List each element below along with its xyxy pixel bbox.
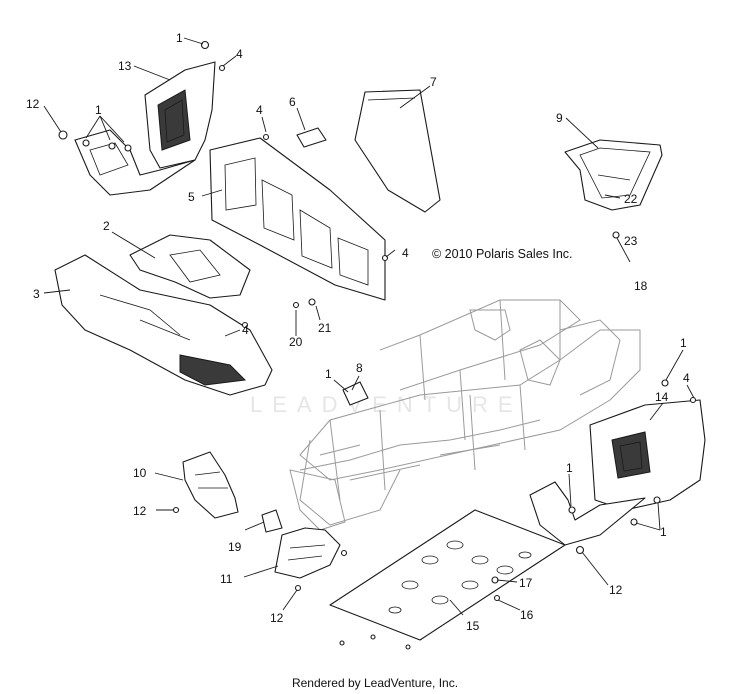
callout-4d: 4 [242,323,249,337]
part-right-footwell [529,481,646,546]
callout-2: 2 [103,219,110,233]
callout-1d: 1 [325,367,332,381]
leader-lines [43,37,695,616]
callout-1a: 1 [176,31,183,45]
part-11-splash-guard [274,527,341,579]
callout-22: 22 [624,192,638,206]
callout-13: 13 [118,59,132,73]
callout-17: 17 [519,576,533,590]
callout-1c: 1 [680,336,687,350]
part-7-panel [354,89,441,213]
part-2-floor-pan [129,234,251,299]
callout-9: 9 [556,111,563,125]
callout-7: 7 [430,75,437,89]
part-6-bracket [296,127,327,148]
part-3-lower-panel [54,254,273,396]
callout-21: 21 [318,321,332,335]
part-left-footwell [74,129,196,196]
callout-4c: 4 [402,246,409,260]
part-9-storage-bin [564,139,663,211]
callout-12b: 12 [133,504,147,518]
callout-12c: 12 [609,583,623,597]
callout-6: 6 [289,95,296,109]
callout-12a: 12 [26,97,40,111]
callout-3: 3 [33,287,40,301]
callout-10: 10 [133,466,147,480]
callout-23: 23 [624,234,638,248]
callout-14: 14 [655,390,669,404]
callout-20: 20 [289,335,303,349]
callout-15: 15 [466,619,480,633]
callout-1b: 1 [95,103,102,117]
callout-5: 5 [188,190,195,204]
part-5-bulkhead [209,137,386,301]
callout-1f: 1 [660,525,667,539]
callout-labels: 1 4 13 12 1 4 6 7 9 5 22 2 23 4 18 3 4 2… [26,31,690,633]
part-19-bracket [261,509,283,533]
callout-16: 16 [520,608,534,622]
callout-4a: 4 [236,47,243,61]
callout-4b: 4 [256,103,263,117]
callout-4e: 4 [683,371,690,385]
part-14-side-panel [589,399,706,511]
copyright-notice: © 2010 Polaris Sales Inc. [432,247,573,261]
part-13-side-panel [144,61,216,169]
part-8-bracket [342,381,369,406]
vehicle-frame [289,299,641,531]
callout-18: 18 [634,279,648,293]
part-10-splash-guard [182,451,239,519]
render-credit: Rendered by LeadVenture, Inc. [291,676,459,690]
callout-8: 8 [356,361,363,375]
part-15-skid-plate [329,509,566,641]
callout-1e: 1 [566,461,573,475]
callout-11: 11 [220,572,233,586]
callout-12d: 12 [270,611,284,625]
callout-19: 19 [228,540,242,554]
fasteners [58,40,697,650]
watermark: LEADVENTURE [250,392,523,417]
